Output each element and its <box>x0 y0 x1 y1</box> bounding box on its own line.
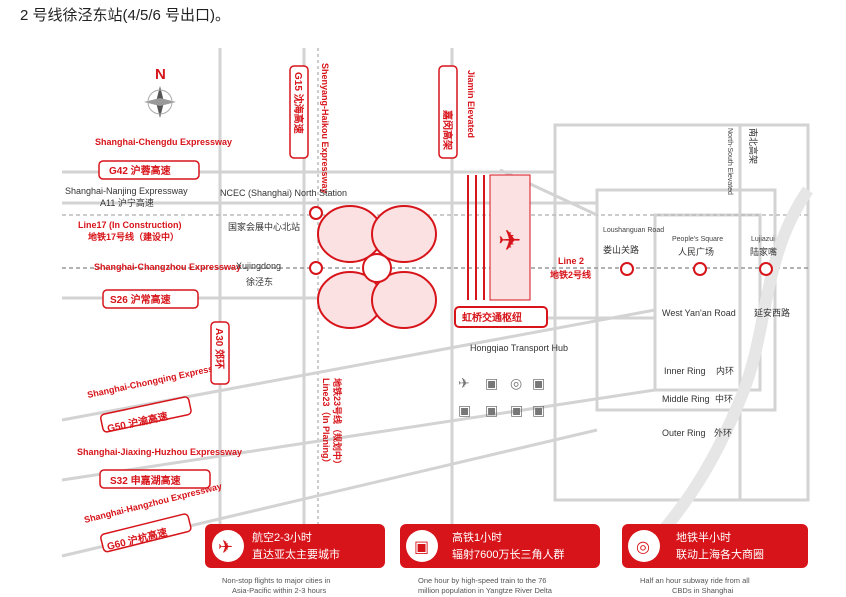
banners-0-en1: Non-stop flights to major cities in <box>222 576 330 585</box>
banners-2-en2: CBDs in Shanghai <box>672 586 734 595</box>
jiamin-en-label: Jiamin Elevated <box>466 70 476 138</box>
page-caption: 2 号线徐泾东站(4/5/6 号出口)。 <box>20 7 231 24</box>
inner-ring-en-label: Inner Ring <box>664 366 706 376</box>
ncec-metro-icon <box>309 206 323 220</box>
banners-2-cn1: 地铁半小时 <box>676 530 731 544</box>
ncec-en-label: NCEC (Shanghai) North Station <box>220 188 347 198</box>
lujiazui-metro-icon <box>759 262 773 276</box>
peoples-en-label: People's Square <box>672 236 723 243</box>
outer-ring-en-label: Outer Ring <box>662 428 706 438</box>
line17-cn-label: 地铁17号线（建设中） <box>88 231 179 242</box>
banner-train-icon: ▣ <box>414 539 429 556</box>
svg-text:▣: ▣ <box>532 402 545 418</box>
svg-text:▣: ▣ <box>485 375 498 391</box>
line17-en-label: Line17 (In Construction) <box>78 220 182 230</box>
ns-en-label: North-South Elevated <box>726 128 733 195</box>
ns-cn-label: 南北高架 <box>748 128 759 164</box>
outer-ring-cn-label: 外环 <box>714 427 732 438</box>
banners-2-en1: Half an hour subway ride from all <box>640 576 750 585</box>
g60-badge <box>100 513 192 553</box>
banners-0-cn2: 直达亚太主要城市 <box>252 547 340 561</box>
svg-text:✈: ✈ <box>458 375 470 391</box>
ncec-clover-icon <box>317 205 437 329</box>
banners-1-cn2: 辐射7600万长三角人群 <box>452 547 564 561</box>
s32-badge-text: S32 申嘉湖高速 <box>110 474 181 487</box>
jiamin-cn-label: 嘉闵高架 <box>441 109 454 150</box>
banners-0-cn1: 航空2-3小时 <box>252 530 312 544</box>
s26-en-label: Shanghai-Changzhou Expressway <box>94 262 241 272</box>
loushanguan-cn-label: 娄山关路 <box>603 244 639 255</box>
g50-badge <box>99 396 192 433</box>
hub-en-label: Hongqiao Transport Hub <box>470 343 568 353</box>
lujiazui-cn-label: 陆家嘴 <box>750 246 777 257</box>
g42-badge <box>98 160 200 180</box>
hongqiao-hub: ✈ <box>454 174 548 328</box>
line2-en-label: Line 2 <box>558 256 584 266</box>
a30-badge <box>210 321 230 385</box>
middle-ring-cn-label: 中环 <box>715 393 733 404</box>
svg-text:◎: ◎ <box>510 375 522 391</box>
west-yanan-en-label: West Yan'an Road <box>662 308 736 318</box>
peoples-metro-icon <box>693 262 707 276</box>
banners-0-en2: Asia-Pacific within 2-3 hours <box>232 586 326 595</box>
g42-badge-text: G42 沪蓉高速 <box>109 164 171 177</box>
a11-cn-label: A11 沪宁高速 <box>100 197 154 208</box>
transport-icons: ✈ ▣ ◎ ▣ ▣ ▣ ▣ ▣ <box>458 375 545 418</box>
s32-en-label: Shanghai-Jiaxing-Huzhou Expressway <box>77 447 242 457</box>
compass-icon: N <box>144 66 176 118</box>
svg-text:▣: ▣ <box>532 375 545 391</box>
svg-text:▣: ▣ <box>485 402 498 418</box>
s26-badge-text: S26 沪常高速 <box>110 293 171 306</box>
line23-cn-label: 地铁23号线（规划中） <box>332 378 343 469</box>
svg-text:▣: ▣ <box>458 402 471 418</box>
peoples-cn-label: 人民广场 <box>678 246 714 257</box>
xujingdong-metro-icon <box>309 261 323 275</box>
line23-en-label: Line23（In Planing） <box>321 378 331 468</box>
north-label: N <box>155 66 166 83</box>
s32-badge <box>99 469 211 489</box>
svg-text:▣: ▣ <box>510 402 523 418</box>
middle-ring-en-label: Middle Ring <box>662 394 710 404</box>
line2-cn-label: 地铁2号线 <box>550 269 591 280</box>
a11-en-label: Shanghai-Nanjing Expressway <box>65 186 188 196</box>
xujingdong-cn-label: 徐泾东 <box>246 276 273 287</box>
banners-2-cn2: 联动上海各大商圈 <box>676 547 764 561</box>
banner-metro-icon: ◎ <box>636 539 650 556</box>
banner-metro: ◎ 地铁半小时 联动上海各大商圈 Half an hour subway rid… <box>622 524 808 595</box>
banners-1-en1: One hour by high-speed train to the 76 <box>418 576 546 585</box>
banners-1-en2: million population in Yangtze River Delt… <box>418 586 553 595</box>
jiamin-badge <box>438 65 458 159</box>
banner-flight: ✈ 航空2-3小时 直达亚太主要城市 Non-stop flights to m… <box>205 524 385 595</box>
g42-en-label: Shanghai-Chengdu Expressway <box>95 137 232 147</box>
hub-cn-label: 虹桥交通枢纽 <box>462 311 522 324</box>
g15-badge-text: G15 沈海高速 <box>292 72 305 134</box>
plane-icon: ✈ <box>498 225 521 256</box>
s26-badge <box>102 289 199 309</box>
xujingdong-en-label: Xujingdong <box>236 261 281 271</box>
a30-badge-text: A30 郊环 <box>213 328 226 369</box>
ring-roads <box>553 123 810 502</box>
loushanguan-en-label: Loushanguan Road <box>603 227 664 234</box>
west-yanan-cn-label: 延安西路 <box>754 307 790 318</box>
inner-ring-cn-label: 内环 <box>716 365 734 376</box>
g15-en-label: Shenyang-Haikou Expressway <box>320 63 330 194</box>
banner-train: ▣ 高铁1小时 辐射7600万长三角人群 One hour by high-sp… <box>400 524 600 595</box>
loushanguan-metro-icon <box>620 262 634 276</box>
banner-flight-icon: ✈ <box>218 537 233 557</box>
banners-1-cn1: 高铁1小时 <box>452 530 502 544</box>
lujiazui-en-label: Lujiazui <box>751 236 775 243</box>
g15-badge <box>289 65 309 159</box>
ncec-cn-label: 国家会展中心北站 <box>228 221 300 232</box>
